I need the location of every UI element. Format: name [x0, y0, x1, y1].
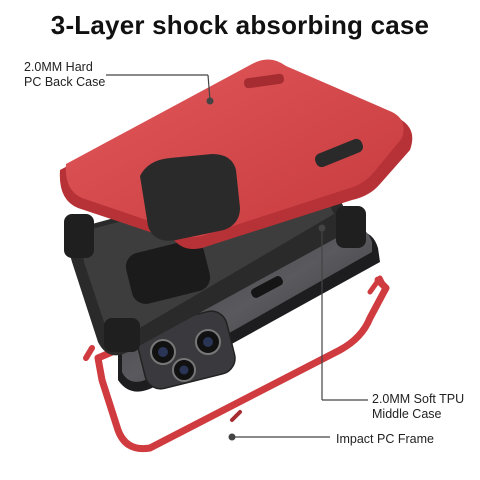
callout-middle-case-line1: 2.0MM Soft TPU [372, 392, 465, 406]
callout-lines [106, 74, 368, 441]
callout-middle-case-line2: Middle Case [372, 407, 442, 421]
callout-back-case-line1: 2.0MM Hard [24, 60, 93, 74]
back-case [59, 59, 413, 249]
impact-frame [83, 275, 390, 453]
callout-back-case: 2.0MM Hard PC Back Case [24, 60, 105, 90]
callout-frame: Impact PC Frame [336, 432, 434, 447]
callout-frame-line1: Impact PC Frame [336, 432, 434, 446]
callout-dot-middle-case [318, 224, 326, 232]
callout-dot-back-case [206, 97, 214, 105]
callout-dot-frame [228, 433, 236, 441]
page-title: 3-Layer shock absorbing case [50, 10, 430, 40]
callout-back-case-line2: PC Back Case [24, 75, 106, 89]
callout-middle-case: 2.0MM Soft TPU Middle Case [372, 392, 464, 422]
